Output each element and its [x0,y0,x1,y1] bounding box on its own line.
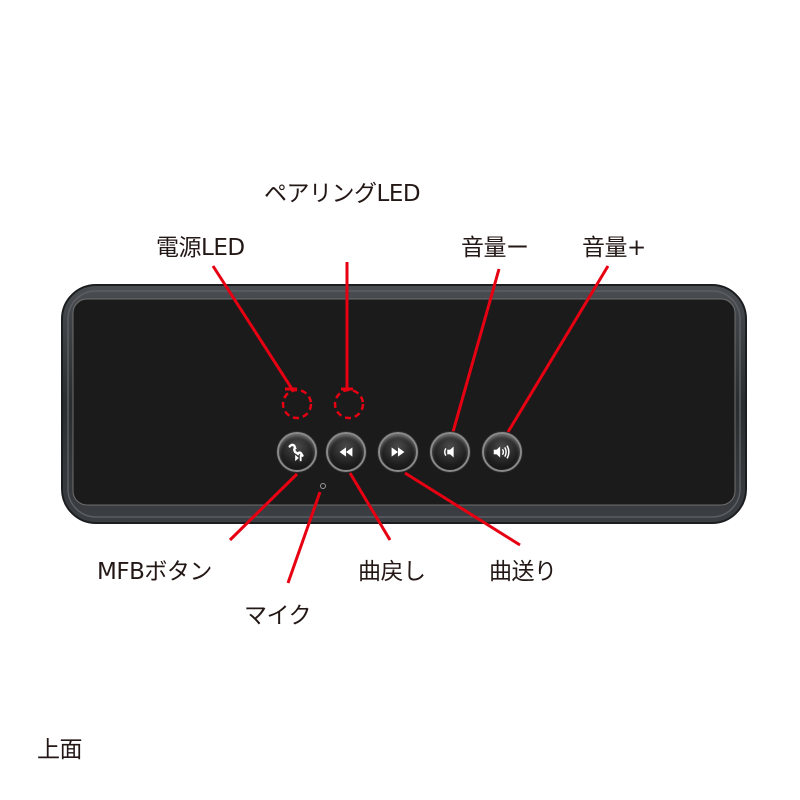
fast-forward-icon [391,447,405,457]
prev-track-label: 曲戻し [358,559,426,585]
device-panel [72,298,736,506]
volume-up-button[interactable] [482,432,522,472]
next-track-label: 曲送り [489,559,557,585]
pairing-led-label: ペアリングLED [264,181,421,207]
power-led-label: 電源LED [156,235,245,261]
volume-up-label: 音量+ [582,235,646,261]
volume-down-button[interactable] [430,432,470,472]
callout-lines [211,262,610,584]
volume-down-label: 音量ー [461,235,529,261]
mic-label: マイク [244,603,312,629]
rewind-icon [339,447,353,457]
mic-hole [320,483,326,489]
phone-play-pause-icon [288,443,304,462]
speaker-high-icon [493,445,510,459]
view-label: 上面 [37,737,83,763]
mfb-button-label: MFBボタン [97,559,212,585]
fast-forward-button[interactable] [378,432,418,472]
rewind-button[interactable] [326,432,366,472]
speaker-low-icon [443,446,454,458]
mfb-button[interactable] [277,432,317,472]
